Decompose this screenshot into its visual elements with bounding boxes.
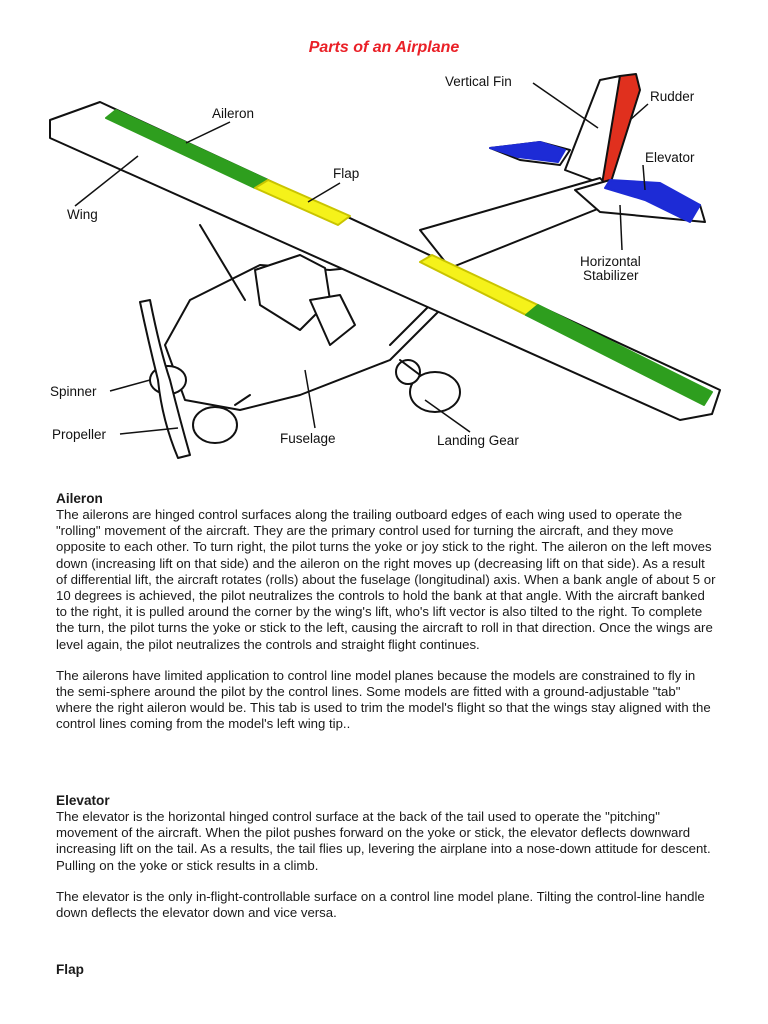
label-horizontal-stabilizer-line1: Horizontal [580, 254, 641, 269]
wing-shape [49, 101, 721, 421]
elevator-paragraph-2: The elevator is the only in-flight-contr… [56, 888, 705, 921]
label-propeller: Propeller [52, 427, 107, 442]
flap-heading: Flap [56, 962, 84, 977]
elevator-heading: Elevator [56, 793, 110, 808]
page-title: Parts of an Airplane [308, 39, 460, 56]
propeller-shape [139, 299, 191, 459]
label-wing: Wing [67, 207, 98, 222]
flap-section: Flap [56, 962, 716, 978]
label-rudder: Rudder [650, 89, 695, 104]
right-wheel [409, 371, 461, 413]
aileron-paragraph-2: The ailerons have limited application to… [56, 667, 711, 732]
front-wheel [395, 359, 421, 385]
elevator-section: Elevator The elevator is the horizontal … [56, 793, 716, 936]
right-elevator [604, 179, 701, 223]
left-wheel [192, 406, 238, 444]
label-aileron: Aileron [212, 106, 254, 121]
airplane-diagram: Vertical Fin Rudder Aileron Elevator Fla… [49, 73, 721, 459]
flap-left [254, 179, 351, 226]
aileron-section: Aileron The ailerons are hinged control … [56, 491, 716, 748]
aileron-paragraph-1: The ailerons are hinged control surfaces… [56, 507, 716, 652]
left-elevator [489, 141, 566, 163]
label-spinner: Spinner [50, 384, 97, 399]
label-elevator: Elevator [645, 150, 695, 165]
label-vertical-fin: Vertical Fin [445, 74, 512, 89]
elevator-paragraph-1: The elevator is the horizontal hinged co… [56, 809, 711, 873]
label-horizontal-stabilizer-line2: Stabilizer [583, 268, 639, 283]
aileron-heading: Aileron [56, 491, 103, 506]
label-landing-gear: Landing Gear [437, 433, 519, 448]
rudder-shape [601, 73, 641, 186]
label-fuselage: Fuselage [280, 431, 336, 446]
label-flap: Flap [333, 166, 359, 181]
aileron-right [525, 304, 713, 406]
